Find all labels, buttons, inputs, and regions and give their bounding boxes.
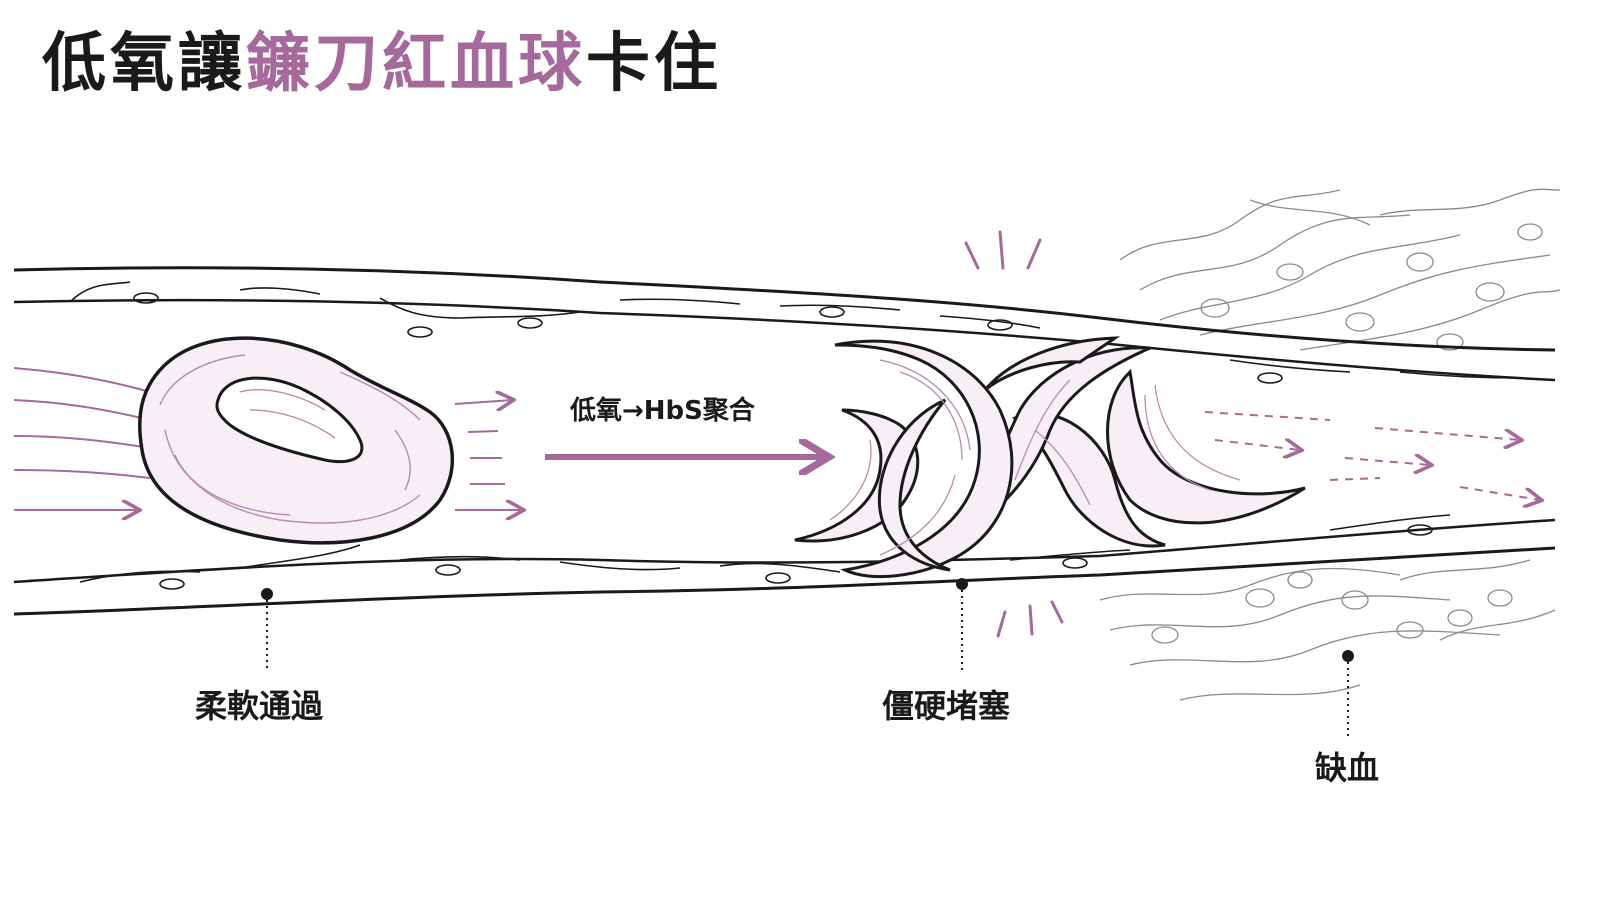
title-highlight: 鐮刀紅血球 (246, 27, 586, 101)
diagram-title: 低氧讓鐮刀紅血球卡住 (42, 32, 722, 96)
callout-blocked (956, 578, 968, 672)
callout-flexible (261, 588, 273, 672)
sickle-cell-cluster (794, 336, 1306, 579)
flexible-label: 柔軟通過 (195, 687, 324, 725)
stress-marks (964, 230, 1064, 638)
reduced-flow-arrows (1204, 411, 1540, 500)
callout-ischemia (1342, 650, 1354, 736)
flexible-red-blood-cell (138, 336, 454, 545)
normal-flow-arrows (454, 400, 522, 510)
title-suffix: 卡住 (586, 27, 722, 101)
vessel-wall-lower (13, 514, 1556, 616)
ischemia-label: 缺血 (1315, 749, 1380, 787)
ischemic-tissue-upper (1119, 188, 1561, 351)
process-label: 低氧→HbS聚合 (570, 396, 755, 426)
incoming-flow-lines (13, 367, 151, 510)
blocked-label: 僵硬堵塞 (882, 687, 1011, 725)
vessel-wall-upper (13, 266, 1556, 384)
title-prefix: 低氧讓 (42, 27, 246, 101)
ischemic-tissue-lower (1099, 559, 1556, 701)
sickle-cell-shading (829, 359, 1241, 556)
